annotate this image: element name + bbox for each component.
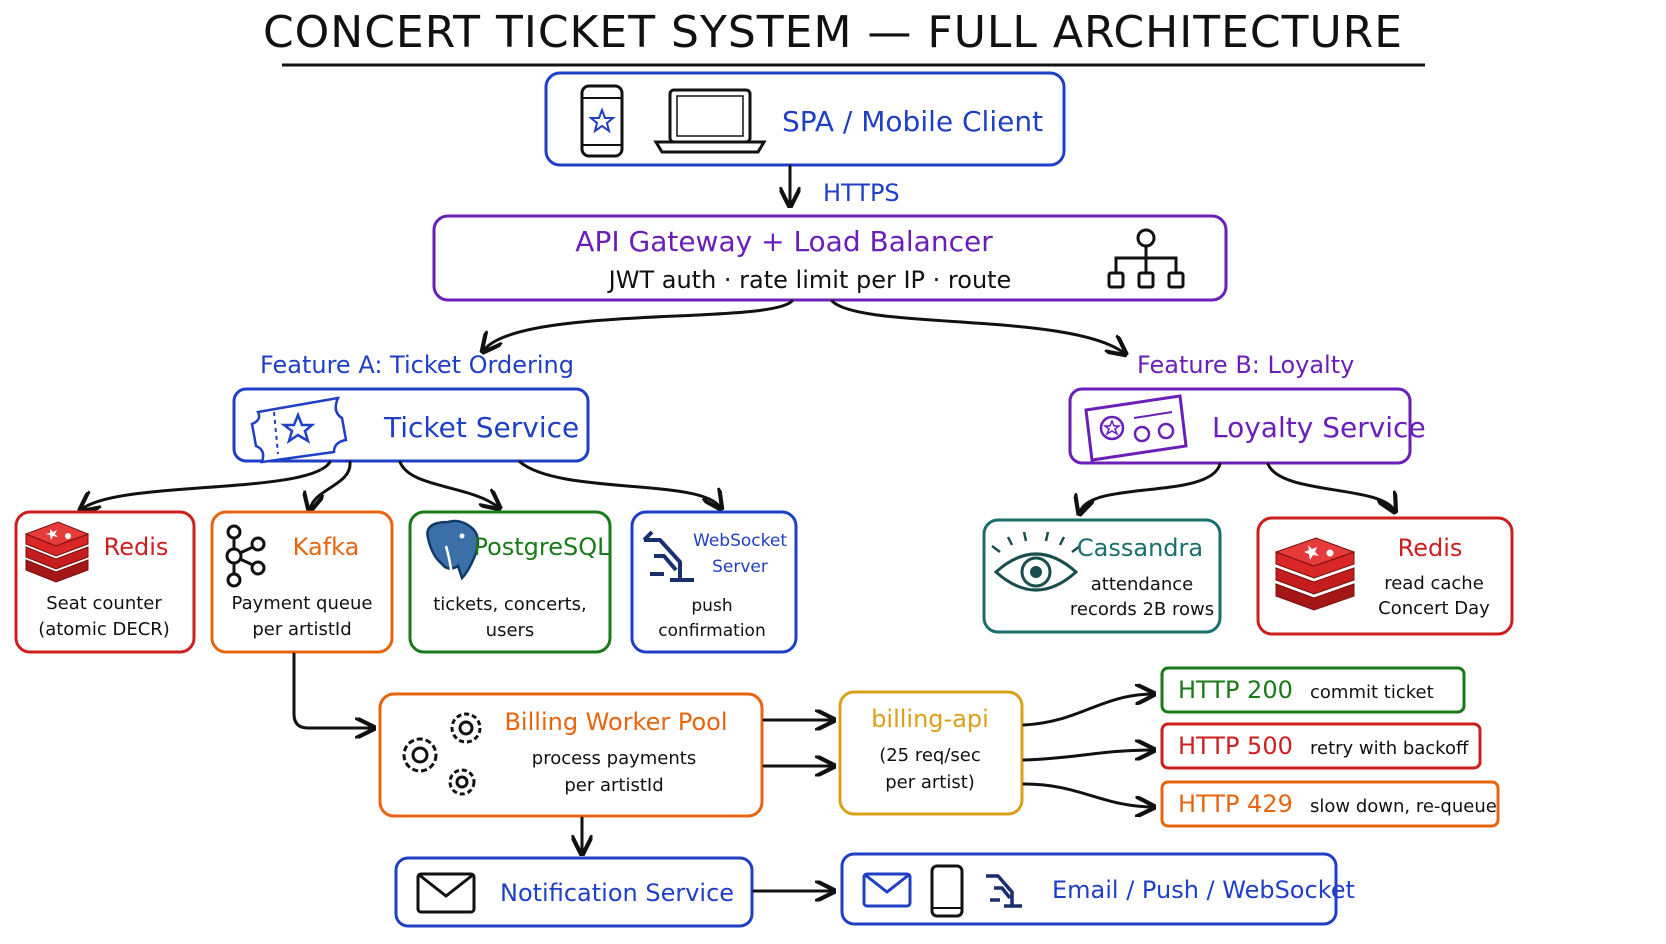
http-429-desc: slow down, re-queue xyxy=(1310,796,1497,817)
arrow-kafka-to-billing xyxy=(292,652,372,728)
kafka-icon xyxy=(225,524,266,588)
websocket-title2: Server xyxy=(712,557,768,577)
redis-seat-title: Redis xyxy=(104,533,169,561)
postgres-box[interactable]: PostgreSQL tickets, concerts, users xyxy=(408,510,612,654)
http-200-box[interactable]: HTTP 200 commit ticket xyxy=(1160,666,1466,714)
laptop-icon xyxy=(653,88,767,154)
http-200-desc: commit ticket xyxy=(1310,682,1434,703)
email-icon xyxy=(862,872,912,908)
arrow-to-feature-b xyxy=(830,299,1124,353)
phone-icon xyxy=(580,84,624,158)
billing-pool-line2: per artistId xyxy=(564,775,663,796)
redis-seat-line2: (atomic DECR) xyxy=(38,619,170,640)
http-200-code: HTTP 200 xyxy=(1178,676,1293,704)
billing-api-box[interactable]: billing-api (25 req/sec per artist) xyxy=(838,690,1024,816)
billing-api-title: billing-api xyxy=(871,705,989,733)
billing-api-line2: per artist) xyxy=(885,772,975,793)
loyalty-service-box[interactable]: Loyalty Service xyxy=(1068,387,1426,465)
ticket-service-box[interactable]: Ticket Service xyxy=(232,387,590,464)
cassandra-title: Cassandra xyxy=(1077,534,1203,562)
channels-label: Email / Push / WebSocket xyxy=(1052,876,1355,904)
redis-icon xyxy=(24,521,90,583)
postgres-title: PostgreSQL xyxy=(473,533,611,561)
page-title: CONCERT TICKET SYSTEM — FULL ARCHITECTUR… xyxy=(263,7,1403,58)
redis-seat-line1: Seat counter xyxy=(46,593,162,614)
arrow-to-redis xyxy=(82,460,332,509)
ticket-service-label: Ticket Service xyxy=(383,411,579,444)
kafka-line2: per artistId xyxy=(252,619,351,640)
postgres-line1: tickets, concerts, xyxy=(433,594,587,615)
cassandra-line2: records 2B rows xyxy=(1070,599,1214,620)
loyalty-service-label: Loyalty Service xyxy=(1212,411,1426,444)
http-429-box[interactable]: HTTP 429 slow down, re-queue xyxy=(1160,780,1500,828)
notification-label: Notification Service xyxy=(500,879,734,907)
arrow-to-websocket xyxy=(518,460,720,507)
billing-api-line1: (25 req/sec xyxy=(879,745,981,766)
gateway-subtitle: JWT auth · rate limit per IP · route xyxy=(607,266,1012,294)
http-500-box[interactable]: HTTP 500 retry with backoff xyxy=(1160,722,1482,770)
arrow-to-feature-a xyxy=(484,299,794,350)
redis-seat-box[interactable]: Redis Seat counter (atomic DECR) xyxy=(14,510,196,654)
websocket-title1: WebSocket xyxy=(693,531,787,551)
api-gateway-box[interactable]: API Gateway + Load Balancer JWT auth · r… xyxy=(432,214,1228,302)
arrow-to-http-429 xyxy=(1022,782,1152,807)
websocket-line1: push xyxy=(691,596,732,616)
client-label: SPA / Mobile Client xyxy=(782,105,1043,138)
http-429-code: HTTP 429 xyxy=(1178,790,1293,818)
postgres-elephant-icon xyxy=(426,519,480,581)
notification-service-box[interactable]: Notification Service xyxy=(394,856,754,928)
websocket-box[interactable]: WebSocket Server push confirmation xyxy=(630,510,798,654)
postgres-line2: users xyxy=(486,620,535,641)
feature-b-label: Feature B: Loyalty xyxy=(1137,351,1354,379)
arrow-to-cassandra xyxy=(1080,462,1222,512)
websocket-line2: confirmation xyxy=(658,621,765,641)
arrow-to-http-500 xyxy=(1022,750,1152,762)
feature-a-label: Feature A: Ticket Ordering xyxy=(260,351,574,379)
eye-icon xyxy=(991,531,1081,592)
websocket-icon xyxy=(642,530,694,582)
cassandra-box[interactable]: Cassandra attendance records 2B rows xyxy=(982,518,1222,634)
redis-cache-line1: read cache xyxy=(1384,573,1484,594)
load-balancer-icon xyxy=(1107,228,1185,289)
gears-icon xyxy=(402,712,482,796)
ticket-icon xyxy=(250,396,348,464)
envelope-icon xyxy=(416,872,476,914)
redis-cache-line2: Concert Day xyxy=(1378,598,1490,619)
http-500-code: HTTP 500 xyxy=(1178,732,1293,760)
gateway-title: API Gateway + Load Balancer xyxy=(575,225,993,258)
loyalty-card-icon xyxy=(1084,394,1188,462)
kafka-box[interactable]: Kafka Payment queue per artistId xyxy=(210,510,394,654)
websocket-channel-icon xyxy=(986,874,1022,908)
kafka-title: Kafka xyxy=(293,533,360,561)
redis-cache-icon xyxy=(1274,537,1356,611)
channels-box[interactable]: Email / Push / WebSocket xyxy=(840,852,1355,926)
mobile-push-icon xyxy=(930,864,964,918)
arrow-to-redis-cache xyxy=(1266,462,1394,510)
redis-cache-title: Redis xyxy=(1398,534,1463,562)
arrow-to-http-200 xyxy=(1022,694,1152,727)
billing-pool-line1: process payments xyxy=(532,748,696,769)
redis-cache-box[interactable]: Redis read cache Concert Day xyxy=(1256,516,1514,636)
kafka-line1: Payment queue xyxy=(232,593,373,614)
https-label: HTTPS xyxy=(823,179,900,207)
arrow-to-postgres xyxy=(398,460,498,507)
client-box[interactable]: SPA / Mobile Client xyxy=(544,71,1066,167)
arrow-to-kafka xyxy=(310,460,352,509)
billing-worker-pool-box[interactable]: Billing Worker Pool process payments per… xyxy=(378,692,764,818)
billing-pool-title: Billing Worker Pool xyxy=(504,708,727,736)
http-500-desc: retry with backoff xyxy=(1310,738,1469,759)
cassandra-line1: attendance xyxy=(1091,574,1193,595)
